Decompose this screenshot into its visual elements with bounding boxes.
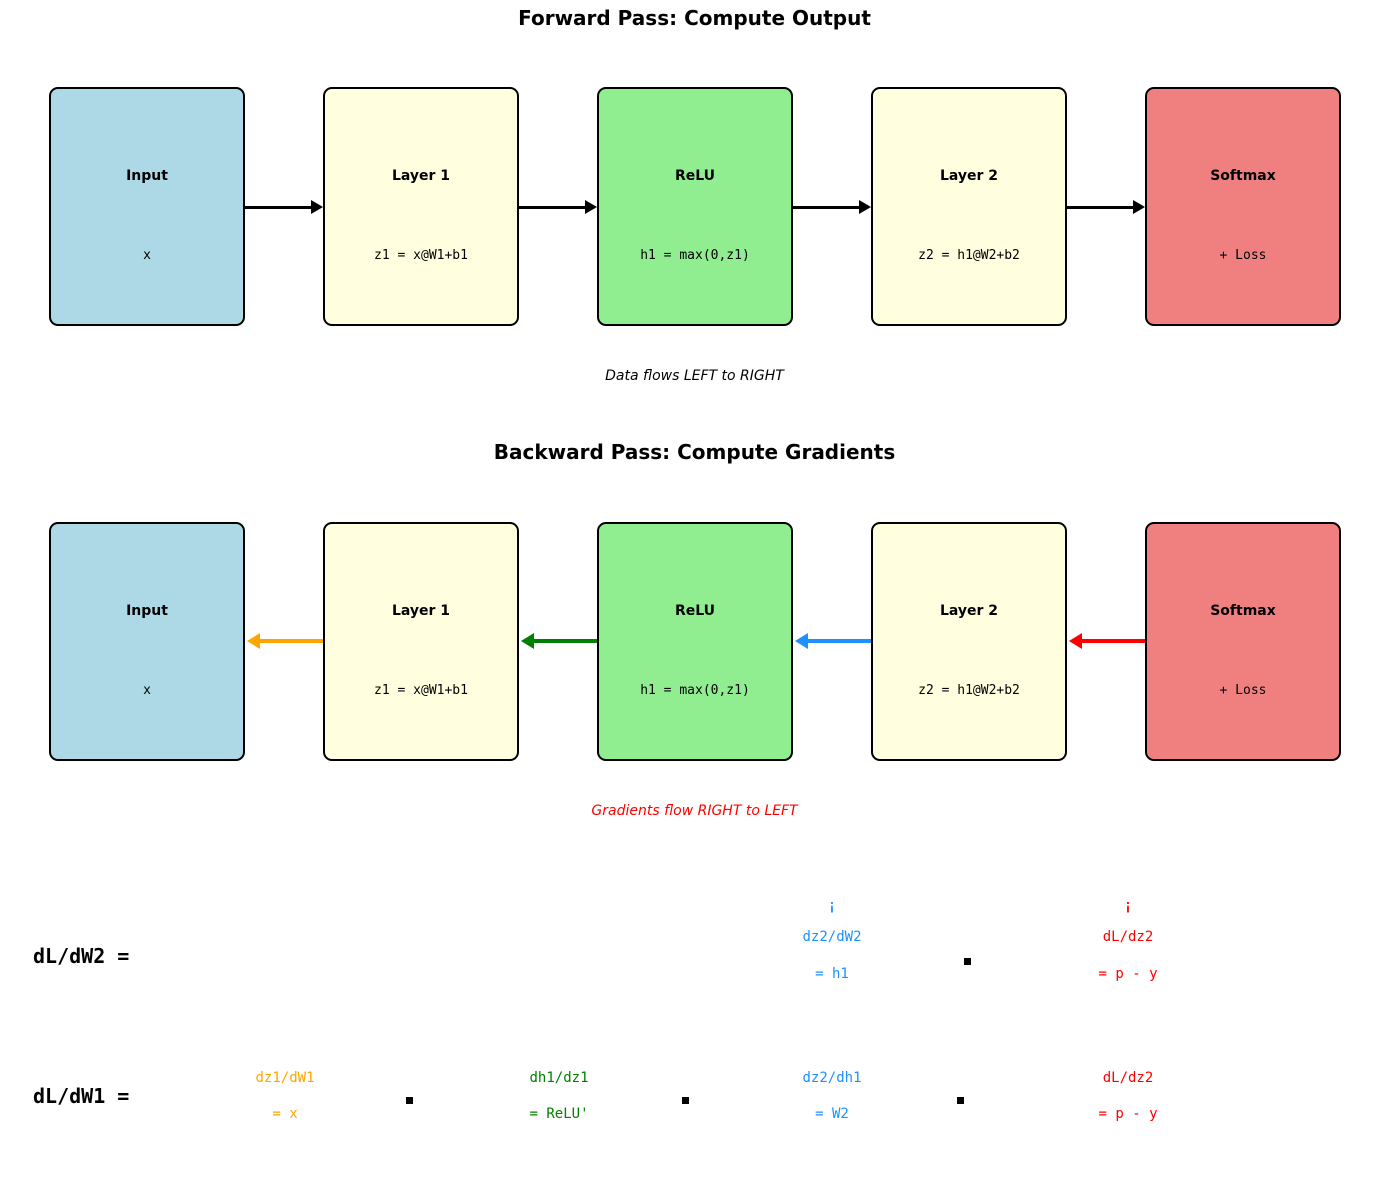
term-value-dz2dw2: = h1 (815, 966, 849, 982)
forward-arrow-layer2-to-softmax (1067, 200, 1145, 216)
multiply-dot-icon (957, 1097, 964, 1104)
term-name-dz2dh1: dz2/dh1 (802, 1070, 862, 1086)
box-title: Layer 1 (391, 603, 451, 619)
arrowhead-left-icon (795, 633, 808, 649)
arrow-line (793, 205, 861, 209)
backward-box-input: Input x (49, 522, 245, 761)
box-formula: z2 = h1@W2+b2 (918, 683, 1020, 698)
forward-arrow-input-to-layer1 (245, 200, 323, 216)
gradient-arrow-relu-to-layer1 (519, 633, 597, 649)
term-name-dz1dw1: dz1/dW1 (255, 1070, 315, 1086)
forward-box-layer2: Layer 2 z2 = h1@W2+b2 (871, 87, 1067, 326)
arrowhead-right-icon (311, 200, 323, 214)
box-formula: + Loss (1219, 683, 1267, 698)
term-name-dz2dw2: dz2/dW2 (802, 929, 862, 945)
box-title: Layer 1 (391, 168, 451, 184)
arrow-line (1067, 205, 1135, 209)
box-formula: z2 = h1@W2+b2 (918, 248, 1020, 263)
backward-caption: Gradients flow RIGHT to LEFT (591, 803, 798, 819)
box-formula: x (143, 248, 151, 263)
box-title: Layer 2 (939, 168, 999, 184)
backward-box-layer1: Layer 1 z1 = x@W1+b1 (323, 522, 519, 761)
box-title: ReLU (674, 168, 716, 184)
box-formula: h1 = max(0,z1) (640, 248, 750, 263)
arrowhead-right-icon (859, 200, 871, 214)
arrow-line (258, 639, 323, 643)
backward-box-softmax: Softmax + Loss (1145, 522, 1341, 761)
multiply-dot-icon (406, 1097, 413, 1104)
equation-dldw2-lhs: dL/dW2 = (33, 944, 130, 968)
box-title: Layer 2 (939, 603, 999, 619)
term-value-dh1dz1: = ReLU' (529, 1106, 589, 1122)
arrow-line (245, 205, 313, 209)
backward-section-title: Backward Pass: Compute Gradients (493, 440, 896, 464)
forward-arrow-relu-to-layer2 (793, 200, 871, 216)
arrowhead-left-icon (247, 633, 260, 649)
backward-box-layer2: Layer 2 z2 = h1@W2+b2 (871, 522, 1067, 761)
gradient-arrow-layer1-to-input (245, 633, 323, 649)
term-name-dldz2: dL/dz2 (1102, 1070, 1154, 1086)
box-formula: z1 = x@W1+b1 (374, 248, 468, 263)
equation-dldw1-lhs: dL/dW1 = (33, 1084, 130, 1108)
forward-section-title: Forward Pass: Compute Output (518, 6, 871, 30)
forward-caption: Data flows LEFT to RIGHT (605, 368, 784, 384)
arrowhead-right-icon (585, 200, 597, 214)
box-title: ReLU (674, 603, 716, 619)
term-value-dz2dh1: = W2 (815, 1106, 849, 1122)
arrow-line (532, 639, 597, 643)
arrowhead-left-icon (1069, 633, 1082, 649)
term-value-dz1dw1: = x (272, 1106, 298, 1122)
box-formula: h1 = max(0,z1) (640, 683, 750, 698)
box-formula: x (143, 683, 151, 698)
term-marker: ¡ (1123, 898, 1133, 914)
forward-box-input: Input x (49, 87, 245, 326)
multiply-dot-icon (964, 958, 971, 965)
forward-arrow-layer1-to-relu (519, 200, 597, 216)
arrowhead-left-icon (521, 633, 534, 649)
term-name-dldz2: dL/dz2 (1102, 929, 1154, 945)
arrow-line (1080, 639, 1145, 643)
multiply-dot-icon (682, 1097, 689, 1104)
box-title: Softmax (1210, 168, 1276, 184)
gradient-arrow-layer2-to-relu (793, 633, 871, 649)
term-value-dldz2: = p - y (1098, 1106, 1158, 1122)
term-marker: ¡ (827, 898, 837, 914)
arrow-line (806, 639, 871, 643)
box-title: Input (126, 603, 168, 619)
forward-box-relu: ReLU h1 = max(0,z1) (597, 87, 793, 326)
forward-box-layer1: Layer 1 z1 = x@W1+b1 (323, 87, 519, 326)
box-title: Input (126, 168, 168, 184)
arrowhead-right-icon (1133, 200, 1145, 214)
forward-box-softmax: Softmax + Loss (1145, 87, 1341, 326)
box-title: Softmax (1210, 603, 1276, 619)
term-value-dldz2: = p - y (1098, 966, 1158, 982)
box-formula: + Loss (1219, 248, 1267, 263)
box-formula: z1 = x@W1+b1 (374, 683, 468, 698)
arrow-line (519, 205, 587, 209)
backward-box-relu: ReLU h1 = max(0,z1) (597, 522, 793, 761)
term-name-dh1dz1: dh1/dz1 (529, 1070, 589, 1086)
gradient-arrow-softmax-to-layer2 (1067, 633, 1145, 649)
